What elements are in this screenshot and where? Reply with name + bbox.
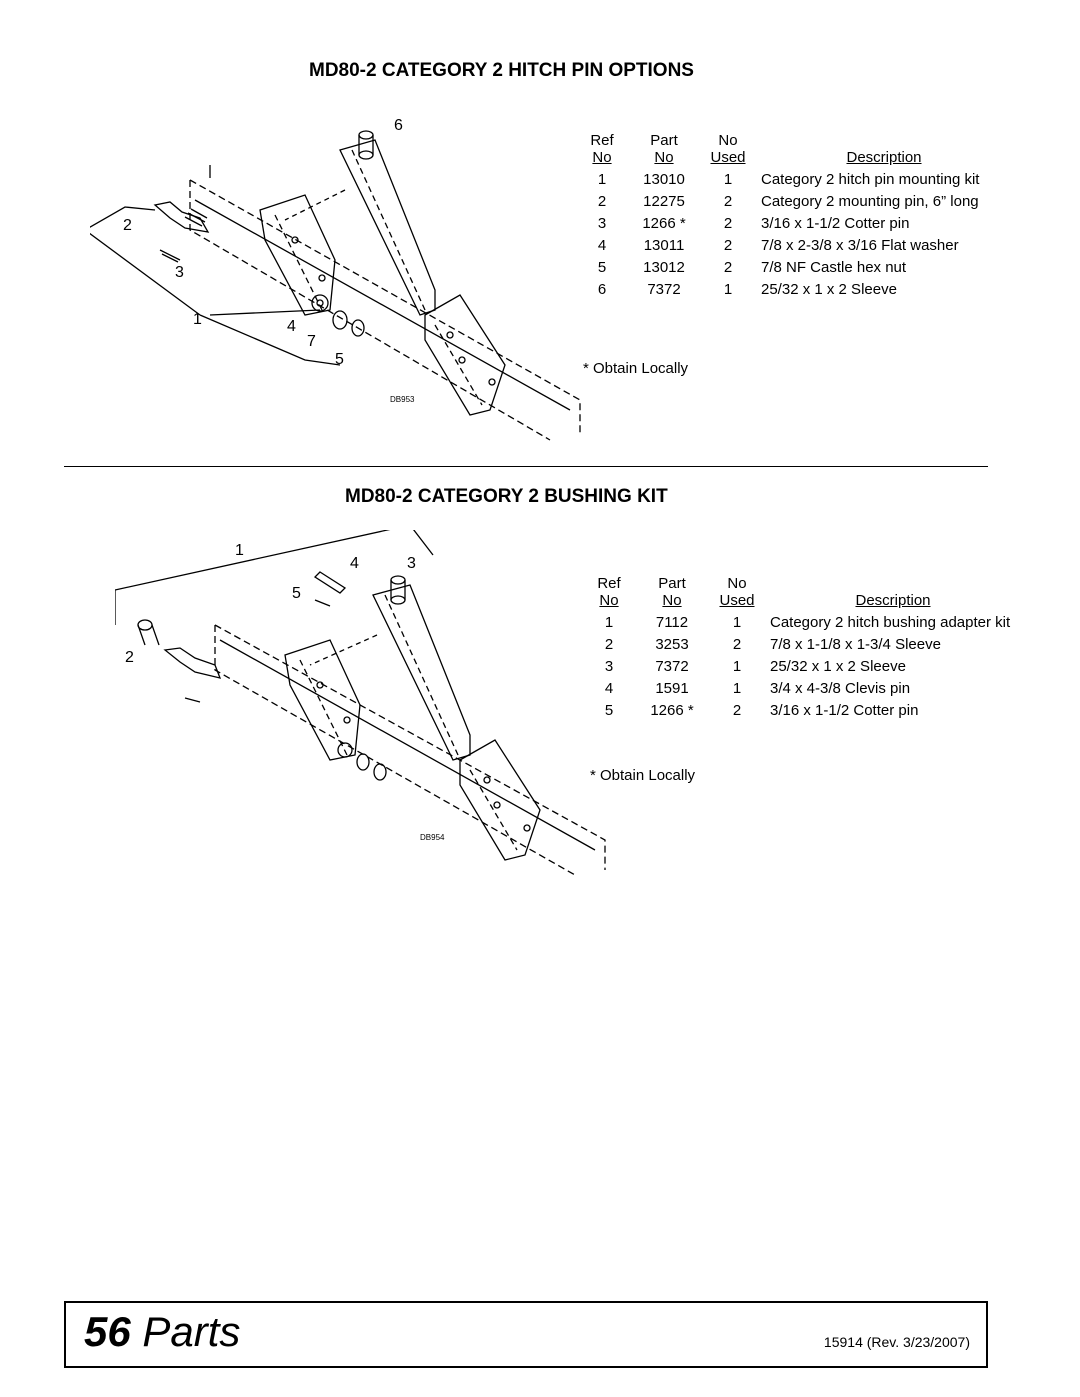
part-no: 13012	[643, 259, 685, 276]
description: 3/4 x 4-3/8 Clevis pin	[770, 680, 911, 697]
part-no: 13011	[643, 237, 685, 254]
part-no: 12275	[643, 193, 685, 210]
part-no: 7372	[647, 281, 681, 298]
bushing-kit-diagram: 1 4 3 5 2 DB954	[115, 530, 606, 876]
description: 7/8 NF Castle hex nut	[761, 259, 907, 276]
page-number: 56	[84, 1308, 131, 1355]
qty-used: 1	[732, 658, 742, 675]
table-row: 5 1266 * 2 3/16 x 1-1/2 Cotter pin	[590, 697, 1028, 719]
hdr-used-no: Used	[710, 149, 746, 166]
qty-used: 1	[732, 614, 742, 631]
callout-3: 3	[175, 264, 184, 281]
ref-no: 5	[597, 259, 607, 276]
table-row: 6 7372 1 25/32 x 1 x 2 Sleeve	[583, 276, 1019, 298]
callout-5: 5	[335, 351, 344, 368]
hdr-part: Part	[650, 132, 678, 149]
page-heading: 56 Parts	[84, 1308, 240, 1356]
callout-6: 6	[394, 117, 403, 134]
part-no: 1266 *	[650, 702, 694, 719]
hdr-ref-no: No	[599, 592, 619, 609]
table-row: 3 7372 1 25/32 x 1 x 2 Sleeve	[590, 653, 1028, 675]
callout-1: 1	[235, 542, 244, 559]
callout-4: 4	[287, 318, 296, 335]
callout-2: 2	[125, 649, 134, 666]
hdr-description: Description	[855, 592, 931, 609]
qty-used: 2	[723, 237, 733, 254]
ref-no: 1	[597, 171, 607, 188]
obtain-locally-note: * Obtain Locally	[583, 360, 689, 377]
description: 7/8 x 1-1/8 x 1-3/4 Sleeve	[770, 636, 941, 653]
ref-no: 4	[604, 680, 614, 697]
callout-3: 3	[407, 555, 416, 572]
hdr-ref: Ref	[590, 132, 614, 149]
table-row: 2 12275 2 Category 2 mounting pin, 6” lo…	[583, 188, 1019, 210]
description: Category 2 hitch bushing adapter kit	[770, 614, 1011, 631]
table-row: 1 7112 1 Category 2 hitch bushing adapte…	[590, 609, 1028, 631]
callout-5: 5	[292, 585, 301, 602]
qty-used: 2	[723, 215, 733, 232]
table-row: 4 1591 1 3/4 x 4-3/8 Clevis pin	[590, 675, 1028, 697]
qty-used: 1	[732, 680, 742, 697]
hitch-pin-diagram: 6 2 3 1 4 7 5 DB953	[90, 117, 581, 441]
diagram-code: DB954	[420, 833, 445, 842]
table-row: 3 1266 * 2 3/16 x 1-1/2 Cotter pin	[583, 210, 1019, 232]
ref-no: 2	[604, 636, 614, 653]
callout-7: 7	[307, 333, 316, 350]
ref-no: 4	[597, 237, 607, 254]
description: Category 2 mounting pin, 6” long	[761, 193, 979, 210]
table-row: 2 3253 2 7/8 x 1-1/8 x 1-3/4 Sleeve	[590, 631, 1028, 653]
parts-table-hitch-pin: Ref Part No No No Used Description 1 130…	[583, 132, 1019, 298]
section1-title: MD80-2 CATEGORY 2 HITCH PIN OPTIONS	[309, 60, 694, 81]
part-no: 13010	[643, 171, 685, 188]
section-divider	[64, 466, 988, 467]
callout-4: 4	[350, 555, 359, 572]
ref-no: 6	[597, 281, 607, 298]
description: 3/16 x 1-1/2 Cotter pin	[770, 702, 919, 719]
hdr-used: No	[718, 132, 738, 149]
document-revision: 15914 (Rev. 3/23/2007)	[823, 1334, 970, 1350]
hdr-part-no: No	[662, 592, 682, 609]
part-no: 7372	[655, 658, 689, 675]
hdr-part: Part	[658, 575, 686, 592]
callout-2: 2	[123, 217, 132, 234]
qty-used: 2	[723, 193, 733, 210]
qty-used: 2	[732, 636, 742, 653]
hdr-used-no: Used	[719, 592, 755, 609]
section2-title: MD80-2 CATEGORY 2 BUSHING KIT	[345, 486, 668, 507]
ref-no: 5	[604, 702, 614, 719]
parts-table-bushing-kit: Ref Part No No No Used Description 1 711…	[590, 575, 1028, 719]
description: 25/32 x 1 x 2 Sleeve	[761, 281, 897, 298]
hdr-ref-no: No	[592, 149, 612, 166]
table-row: 5 13012 2 7/8 NF Castle hex nut	[583, 254, 1019, 276]
hdr-ref: Ref	[597, 575, 621, 592]
qty-used: 1	[723, 281, 733, 298]
table-row: 4 13011 2 7/8 x 2-3/8 x 3/16 Flat washer	[583, 232, 1019, 254]
table-row: 1 13010 1 Category 2 hitch pin mounting …	[583, 166, 1019, 188]
part-no: 3253	[655, 636, 689, 653]
page-footer: 56 Parts 15914 (Rev. 3/23/2007)	[64, 1301, 988, 1368]
qty-used: 2	[723, 259, 733, 276]
ref-no: 1	[604, 614, 614, 631]
description: 25/32 x 1 x 2 Sleeve	[770, 658, 906, 675]
ref-no: 3	[597, 215, 607, 232]
ref-no: 3	[604, 658, 614, 675]
section-name: Parts	[142, 1308, 241, 1355]
hdr-used: No	[727, 575, 747, 592]
part-no: 1266 *	[642, 215, 686, 232]
description: 3/16 x 1-1/2 Cotter pin	[761, 215, 910, 232]
hdr-description: Description	[846, 149, 922, 166]
qty-used: 1	[723, 171, 733, 188]
ref-no: 2	[597, 193, 607, 210]
hdr-part-no: No	[654, 149, 674, 166]
description: 7/8 x 2-3/8 x 3/16 Flat washer	[761, 237, 959, 254]
callout-1: 1	[193, 311, 202, 328]
part-no: 1591	[655, 680, 689, 697]
part-no: 7112	[655, 614, 689, 631]
obtain-locally-note: * Obtain Locally	[590, 767, 696, 784]
qty-used: 2	[732, 702, 742, 719]
description: Category 2 hitch pin mounting kit	[761, 171, 980, 188]
diagram-code: DB953	[390, 395, 415, 404]
